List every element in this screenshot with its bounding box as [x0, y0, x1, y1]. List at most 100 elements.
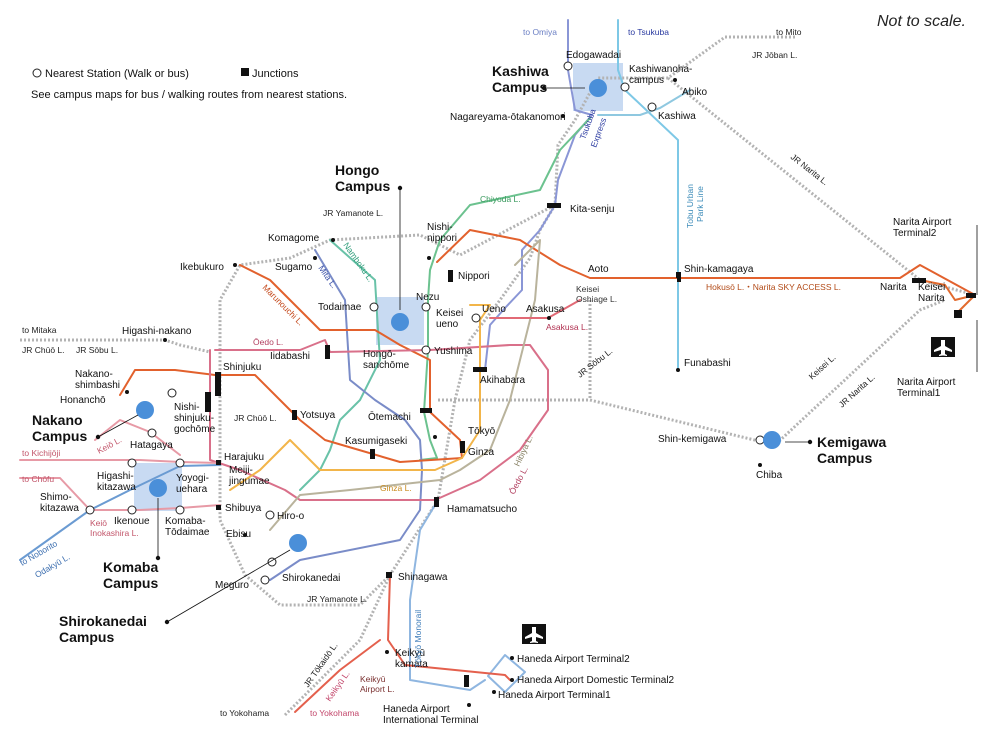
station-ueno: Ueno	[482, 304, 506, 315]
legend-nearest-label: Nearest Station (Walk or bus)	[45, 68, 189, 80]
station-dots	[125, 78, 762, 707]
station-komagome: Komagome	[268, 233, 320, 244]
asakusa-line	[489, 299, 581, 319]
station-shinjuku: Shinjuku	[223, 362, 261, 373]
station-asakusa: Asakusa	[526, 304, 565, 315]
nakano-campus-dot[interactable]	[136, 401, 154, 419]
narita-link	[919, 279, 976, 316]
monorail-line	[409, 499, 486, 691]
station-narita: Narita	[880, 282, 907, 293]
label-oedo2: Ōedo L.	[507, 465, 530, 496]
label-jr-yamanote2: JR Yamanote L.	[307, 594, 367, 604]
station-haneda-t1: Haneda Airport Terminal1	[498, 690, 611, 701]
line-labels: JR Jōban L. JR Narita L. JR Narita L. Ts…	[22, 50, 877, 703]
station-meguro: Meguro	[215, 580, 249, 591]
station-higashi-kitazawa: Higashi-kitazawa	[97, 471, 136, 493]
station-higashi-nakano: Higashi-nakano	[122, 326, 192, 337]
station-honancho: Honanchō	[60, 395, 106, 406]
inokashira-line	[19, 477, 221, 511]
keikyu-south	[294, 639, 381, 713]
label-tobu-urban-2: Park Line	[695, 186, 705, 222]
station-abiko: Abiko	[682, 87, 707, 98]
narita-airport-icon	[931, 337, 955, 357]
keikyu-line	[387, 574, 511, 681]
station-funabashi: Funabashi	[684, 358, 731, 369]
station-aoto: Aoto	[588, 264, 609, 275]
label-marunouchi: Marunouchi L.	[261, 282, 306, 327]
dest-kichijoji: to Kichijōji	[22, 448, 60, 458]
haneda-loop	[487, 654, 526, 693]
campus-markers	[136, 79, 781, 552]
dest-mitaka: to Mitaka	[22, 325, 57, 335]
label-jr-sobu2: JR Sōbu L.	[575, 346, 614, 380]
station-hamamatsucho: Hamamatsucho	[447, 504, 517, 515]
station-nishi-nippori: Nishi-nippori	[427, 222, 457, 244]
label-jr-yamanote1: JR Yamanote L.	[323, 208, 383, 218]
station-hiro-o: Hiro-o	[277, 511, 305, 522]
label-mita: Mita L.	[316, 263, 339, 290]
ginza-line	[229, 304, 491, 491]
kemigawa-campus-dot[interactable]	[763, 431, 781, 449]
station-nagareyama: Nagareyama-ōtakanomori	[450, 112, 566, 123]
station-shimo-kitazawa: Shimo-kitazawa	[40, 492, 79, 514]
station-shin-kamagaya: Shin-kamagaya	[684, 264, 754, 275]
station-shin-kemigawa: Shin-kemigawa	[658, 434, 727, 445]
station-kasumigaseki: Kasumigaseki	[345, 436, 407, 447]
station-yoyogi-uehara: Yoyogi-uehara	[176, 473, 209, 495]
station-hatagaya: Hatagaya	[130, 440, 173, 451]
namboku-line	[299, 239, 381, 491]
label-monorail: Tōkyō Monorail	[413, 610, 423, 668]
junction-markers	[205, 203, 976, 687]
station-yotsuya: Yotsuya	[300, 410, 336, 421]
keio-line	[19, 459, 221, 464]
marunouchi-line	[119, 264, 463, 463]
station-shirokanedai: Shirokanedai	[282, 573, 340, 584]
station-yushima: Yushima	[434, 346, 473, 357]
station-ikebukuro: Ikebukuro	[180, 262, 224, 273]
station-shibuya: Shibuya	[225, 503, 262, 514]
label-hibiya: Hibiya L.	[512, 434, 535, 468]
odakyu-line	[19, 464, 221, 561]
label-tobu-urban: Tobu Urban	[685, 184, 695, 228]
chiyoda-line	[419, 117, 591, 461]
kashiwa-campus-dot[interactable]	[589, 79, 607, 97]
nearest-station-markers	[85, 61, 765, 585]
station-labels: Edogawadai Kashiwanoha-campus Abiko Kash…	[40, 50, 956, 726]
label-chiyoda: Chiyoda L.	[480, 194, 521, 204]
scale-note: Not to scale.	[877, 13, 966, 30]
shirokanedai-campus-dot[interactable]	[289, 534, 307, 552]
label-narita1: JR Narita L.	[789, 152, 831, 188]
label-ginza-line: Ginza L.	[380, 483, 412, 493]
keio-new-line	[94, 419, 181, 456]
station-haneda-t2: Haneda Airport Terminal2	[517, 654, 630, 665]
label-keikyu: Keikyū L.	[323, 669, 351, 703]
hongo-campus-dot[interactable]	[391, 313, 409, 331]
label-asakusa-line: Asakusa L.	[546, 322, 588, 332]
komaba-campus-dot[interactable]	[149, 479, 167, 497]
station-ginza: Ginza	[468, 447, 495, 458]
label-jr-chuo2: JR Chūō L.	[234, 413, 277, 423]
label-jr-chuo1: JR Chūō L.	[22, 345, 65, 355]
dest-tsukuba: to Tsukuba	[628, 27, 669, 37]
label-hokuso: Hokusō L.・Narita SKY ACCESS L.	[706, 282, 841, 292]
dest-omiya: to Omiya	[523, 27, 557, 37]
station-kita-senju: Kita-senju	[570, 204, 614, 215]
station-chiba: Chiba	[756, 470, 783, 481]
station-sugamo: Sugamo	[275, 262, 313, 273]
station-komaba-todaimae: Komaba-Tōdaimae	[165, 516, 210, 538]
label-joban: JR Jōban L.	[752, 50, 797, 60]
station-meiji: Meiji-jingumae	[228, 465, 270, 487]
dest-yokohama1: to Yokohama	[220, 708, 269, 718]
